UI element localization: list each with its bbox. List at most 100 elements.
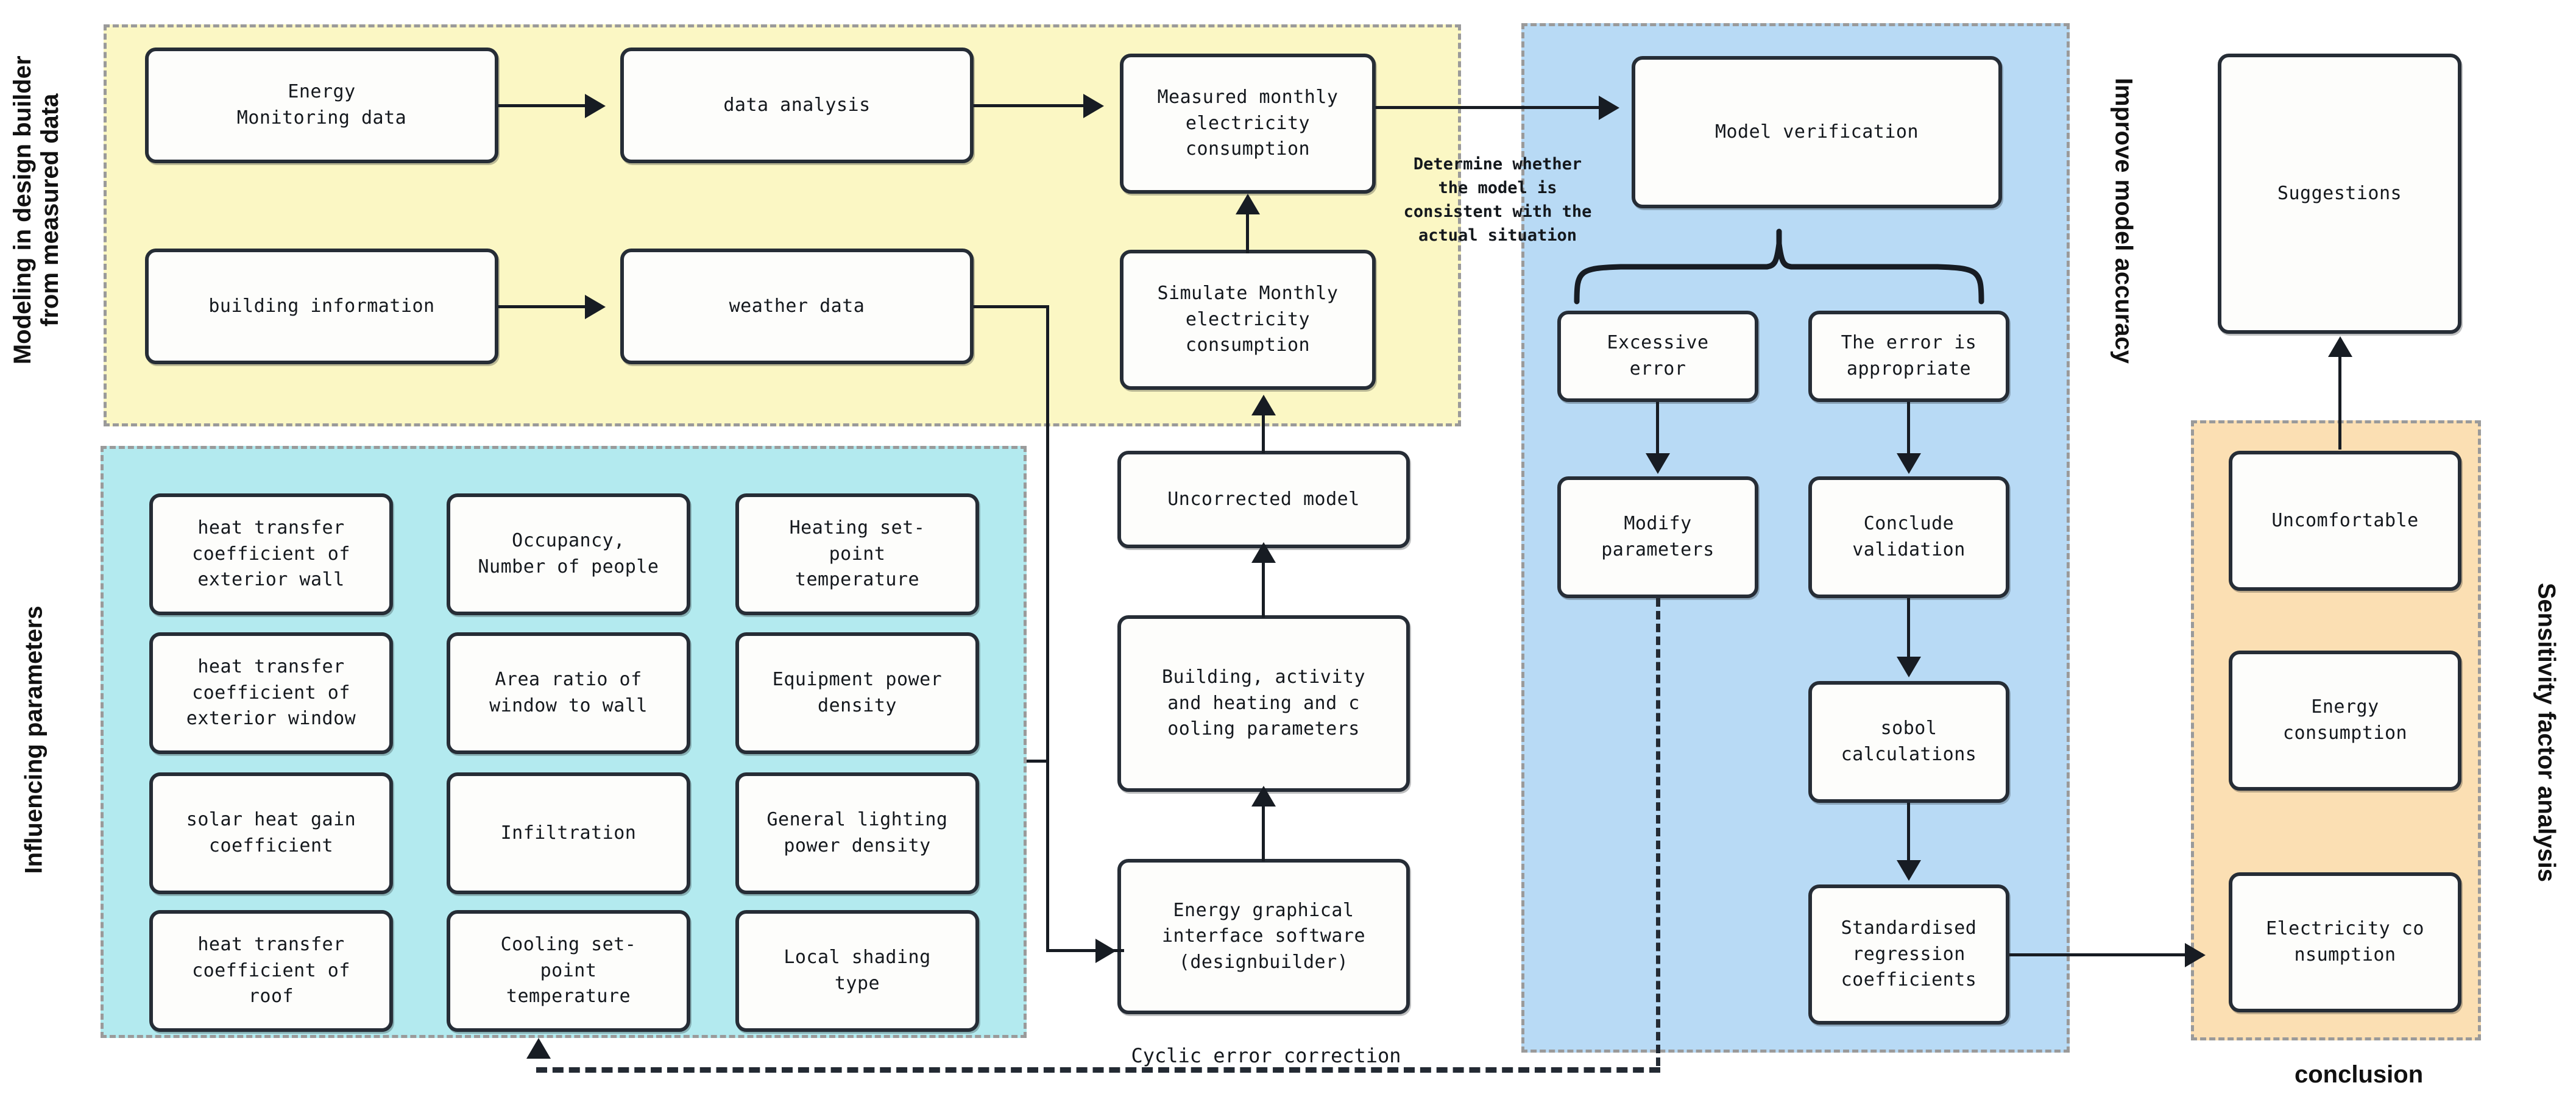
node-modify-parameters[interactable]: Modify parameters (1557, 476, 1758, 598)
connector-influencing-to-trunk (1027, 760, 1049, 763)
connector-simulate-to-measured (1246, 201, 1249, 253)
arrowhead-to-designbuilder (1095, 939, 1116, 963)
node-simulate-monthly-electricity-consumption[interactable]: Simulate Monthly electricity consumption (1120, 250, 1376, 390)
node-label: Simulate Monthly electricity consumption (1157, 283, 1339, 356)
connector-weather-to-designbuilder (1046, 949, 1124, 952)
connector-appropriate-to-conclude (1907, 402, 1910, 461)
region-label-influencing: Influencing parameters (20, 605, 48, 874)
connector-uncomfortable-to-suggestions (2338, 353, 2341, 450)
node-param-cooling-set-point-temperature[interactable]: Cooling set- point temperature (447, 910, 690, 1032)
node-energy-monitoring-data[interactable]: Energy Monitoring data (145, 48, 498, 163)
arrowhead-sobol-to-standardised (1897, 860, 1921, 881)
node-label: General lighting power density (766, 809, 948, 856)
node-label: Cooling set- point temperature (500, 934, 637, 1008)
node-param-general-lighting-power-density[interactable]: General lighting power density (735, 772, 979, 894)
arrowhead-building-to-weather (585, 295, 606, 319)
node-label: Measured monthly electricity consumption (1157, 86, 1339, 160)
node-label: Energy Monitoring data (236, 81, 407, 129)
node-excessive-error[interactable]: Excessive error (1557, 311, 1758, 402)
connector-energy-to-analysis (498, 104, 600, 107)
node-param-heat-transfer-exterior-wall[interactable]: heat transfer coefficient of exterior wa… (149, 493, 393, 615)
node-label: Energy graphical interface software (des… (1161, 899, 1366, 973)
node-measured-monthly-electricity-consumption[interactable]: Measured monthly electricity consumption (1120, 54, 1376, 194)
node-label: The error is appropriate (1841, 332, 1977, 379)
node-label: Area ratio of window to wall (489, 669, 648, 716)
node-label: data analysis (723, 94, 871, 116)
connector-weather-right (974, 305, 1049, 308)
node-uncorrected-model[interactable]: Uncorrected model (1117, 451, 1410, 548)
node-conclude-validation[interactable]: Conclude validation (1808, 476, 2009, 598)
node-label: Model verification (1714, 121, 1919, 143)
node-param-equipment-power-density[interactable]: Equipment power density (735, 632, 979, 754)
node-label: weather data (729, 295, 865, 317)
arrowhead-excessive-to-modify (1646, 453, 1670, 474)
arrowhead-measured-to-verification (1599, 96, 1619, 120)
node-the-error-is-appropriate[interactable]: The error is appropriate (1808, 311, 2009, 402)
region-label-improve: Improve model accuracy (2110, 77, 2137, 364)
connector-standardised-to-electricity (2009, 953, 2203, 956)
node-suggestions[interactable]: Suggestions (2218, 54, 2461, 334)
node-sobol-calculations[interactable]: sobol calculations (1808, 681, 2009, 803)
node-param-heating-set-point-temperature[interactable]: Heating set- point temperature (735, 493, 979, 615)
node-param-area-ratio-window-to-wall[interactable]: Area ratio of window to wall (447, 632, 690, 754)
node-label: Heating set- point temperature (789, 517, 925, 591)
arrowhead-uncomfortable-to-suggestions (2328, 336, 2352, 357)
node-model-verification[interactable]: Model verification (1632, 56, 2002, 208)
node-param-solar-heat-gain-coefficient[interactable]: solar heat gain coefficient (149, 772, 393, 894)
region-label-sensitivity: Sensitivity factor analysis (2533, 582, 2560, 883)
node-label: heat transfer coefficient of roof (192, 934, 350, 1008)
node-data-analysis[interactable]: data analysis (620, 48, 974, 163)
node-uncomfortable[interactable]: Uncomfortable (2229, 451, 2461, 591)
node-label: Building, activity and heating and c ool… (1161, 666, 1366, 740)
node-electricity-consumption[interactable]: Electricity co nsumption (2229, 872, 2461, 1012)
connector-excessive-to-modify (1656, 402, 1659, 461)
node-building-activity-heating-cooling-parameters[interactable]: Building, activity and heating and c ool… (1117, 615, 1410, 792)
region-label-modeling: Modeling in design builder from measured… (9, 55, 63, 365)
node-param-heat-transfer-roof[interactable]: heat transfer coefficient of roof (149, 910, 393, 1032)
annotation-cyclic-error-correction: Cyclic error correction (1131, 1044, 1401, 1067)
brace-model-verification (1574, 228, 1984, 305)
arrowhead-energy-to-analysis (585, 94, 606, 118)
connector-weather-down (1046, 305, 1049, 951)
node-label: Energy consumption (2282, 696, 2408, 744)
connector-measured-to-verification (1376, 106, 1613, 109)
node-weather-data[interactable]: weather data (620, 249, 974, 364)
node-label: Occupancy, Number of people (478, 530, 659, 577)
arrowhead-params-to-uncorrected (1251, 542, 1276, 563)
node-label: Uncorrected model (1167, 488, 1360, 510)
arrowhead-appropriate-to-conclude (1897, 453, 1921, 474)
node-label: Uncomfortable (2271, 509, 2419, 531)
connector-analysis-to-measured (974, 104, 1100, 107)
node-label: heat transfer coefficient of exterior wa… (192, 517, 350, 591)
node-param-infiltration[interactable]: Infiltration (447, 772, 690, 894)
arrowhead-simulate-to-measured (1236, 194, 1260, 214)
connector-building-to-weather (498, 305, 600, 308)
node-label: Excessive error (1607, 332, 1709, 379)
connector-modify-dashed-down (1656, 598, 1660, 1066)
connector-sobol-to-standardised (1907, 803, 1910, 864)
node-label: Conclude validation (1852, 513, 1966, 560)
node-label: building information (208, 295, 435, 317)
annotation-determine-whether: Determine whether the model is consisten… (1403, 155, 1592, 245)
connector-conclude-to-sobol (1907, 598, 1910, 659)
node-energy-consumption[interactable]: Energy consumption (2229, 651, 2461, 791)
node-param-heat-transfer-exterior-window[interactable]: heat transfer coefficient of exterior wi… (149, 632, 393, 754)
node-energy-graphical-interface-software[interactable]: Energy graphical interface software (des… (1117, 859, 1410, 1014)
connector-feedback-dashed (536, 1067, 1660, 1073)
node-building-information[interactable]: building information (145, 249, 498, 364)
node-label: Electricity co nsumption (2266, 918, 2424, 965)
connector-params-to-uncorrected (1262, 548, 1265, 618)
node-param-occupancy-number-of-people[interactable]: Occupancy, Number of people (447, 493, 690, 615)
node-label: heat transfer coefficient of exterior wi… (186, 656, 356, 730)
node-param-local-shading-type[interactable]: Local shading type (735, 910, 979, 1032)
arrowhead-standardised-to-electricity (2185, 943, 2206, 967)
node-label: Equipment power density (772, 669, 943, 716)
connector-designbuilder-to-params (1262, 792, 1265, 861)
node-standardised-regression-coefficients[interactable]: Standardised regression coefficients (1808, 884, 2009, 1025)
node-label: sobol calculations (1841, 718, 1977, 765)
arrowhead-conclude-to-sobol (1897, 657, 1921, 677)
arrowhead-uncorrected-to-simulate (1251, 395, 1276, 415)
node-label: Modify parameters (1601, 513, 1714, 560)
node-label: Suggestions (2277, 182, 2402, 204)
